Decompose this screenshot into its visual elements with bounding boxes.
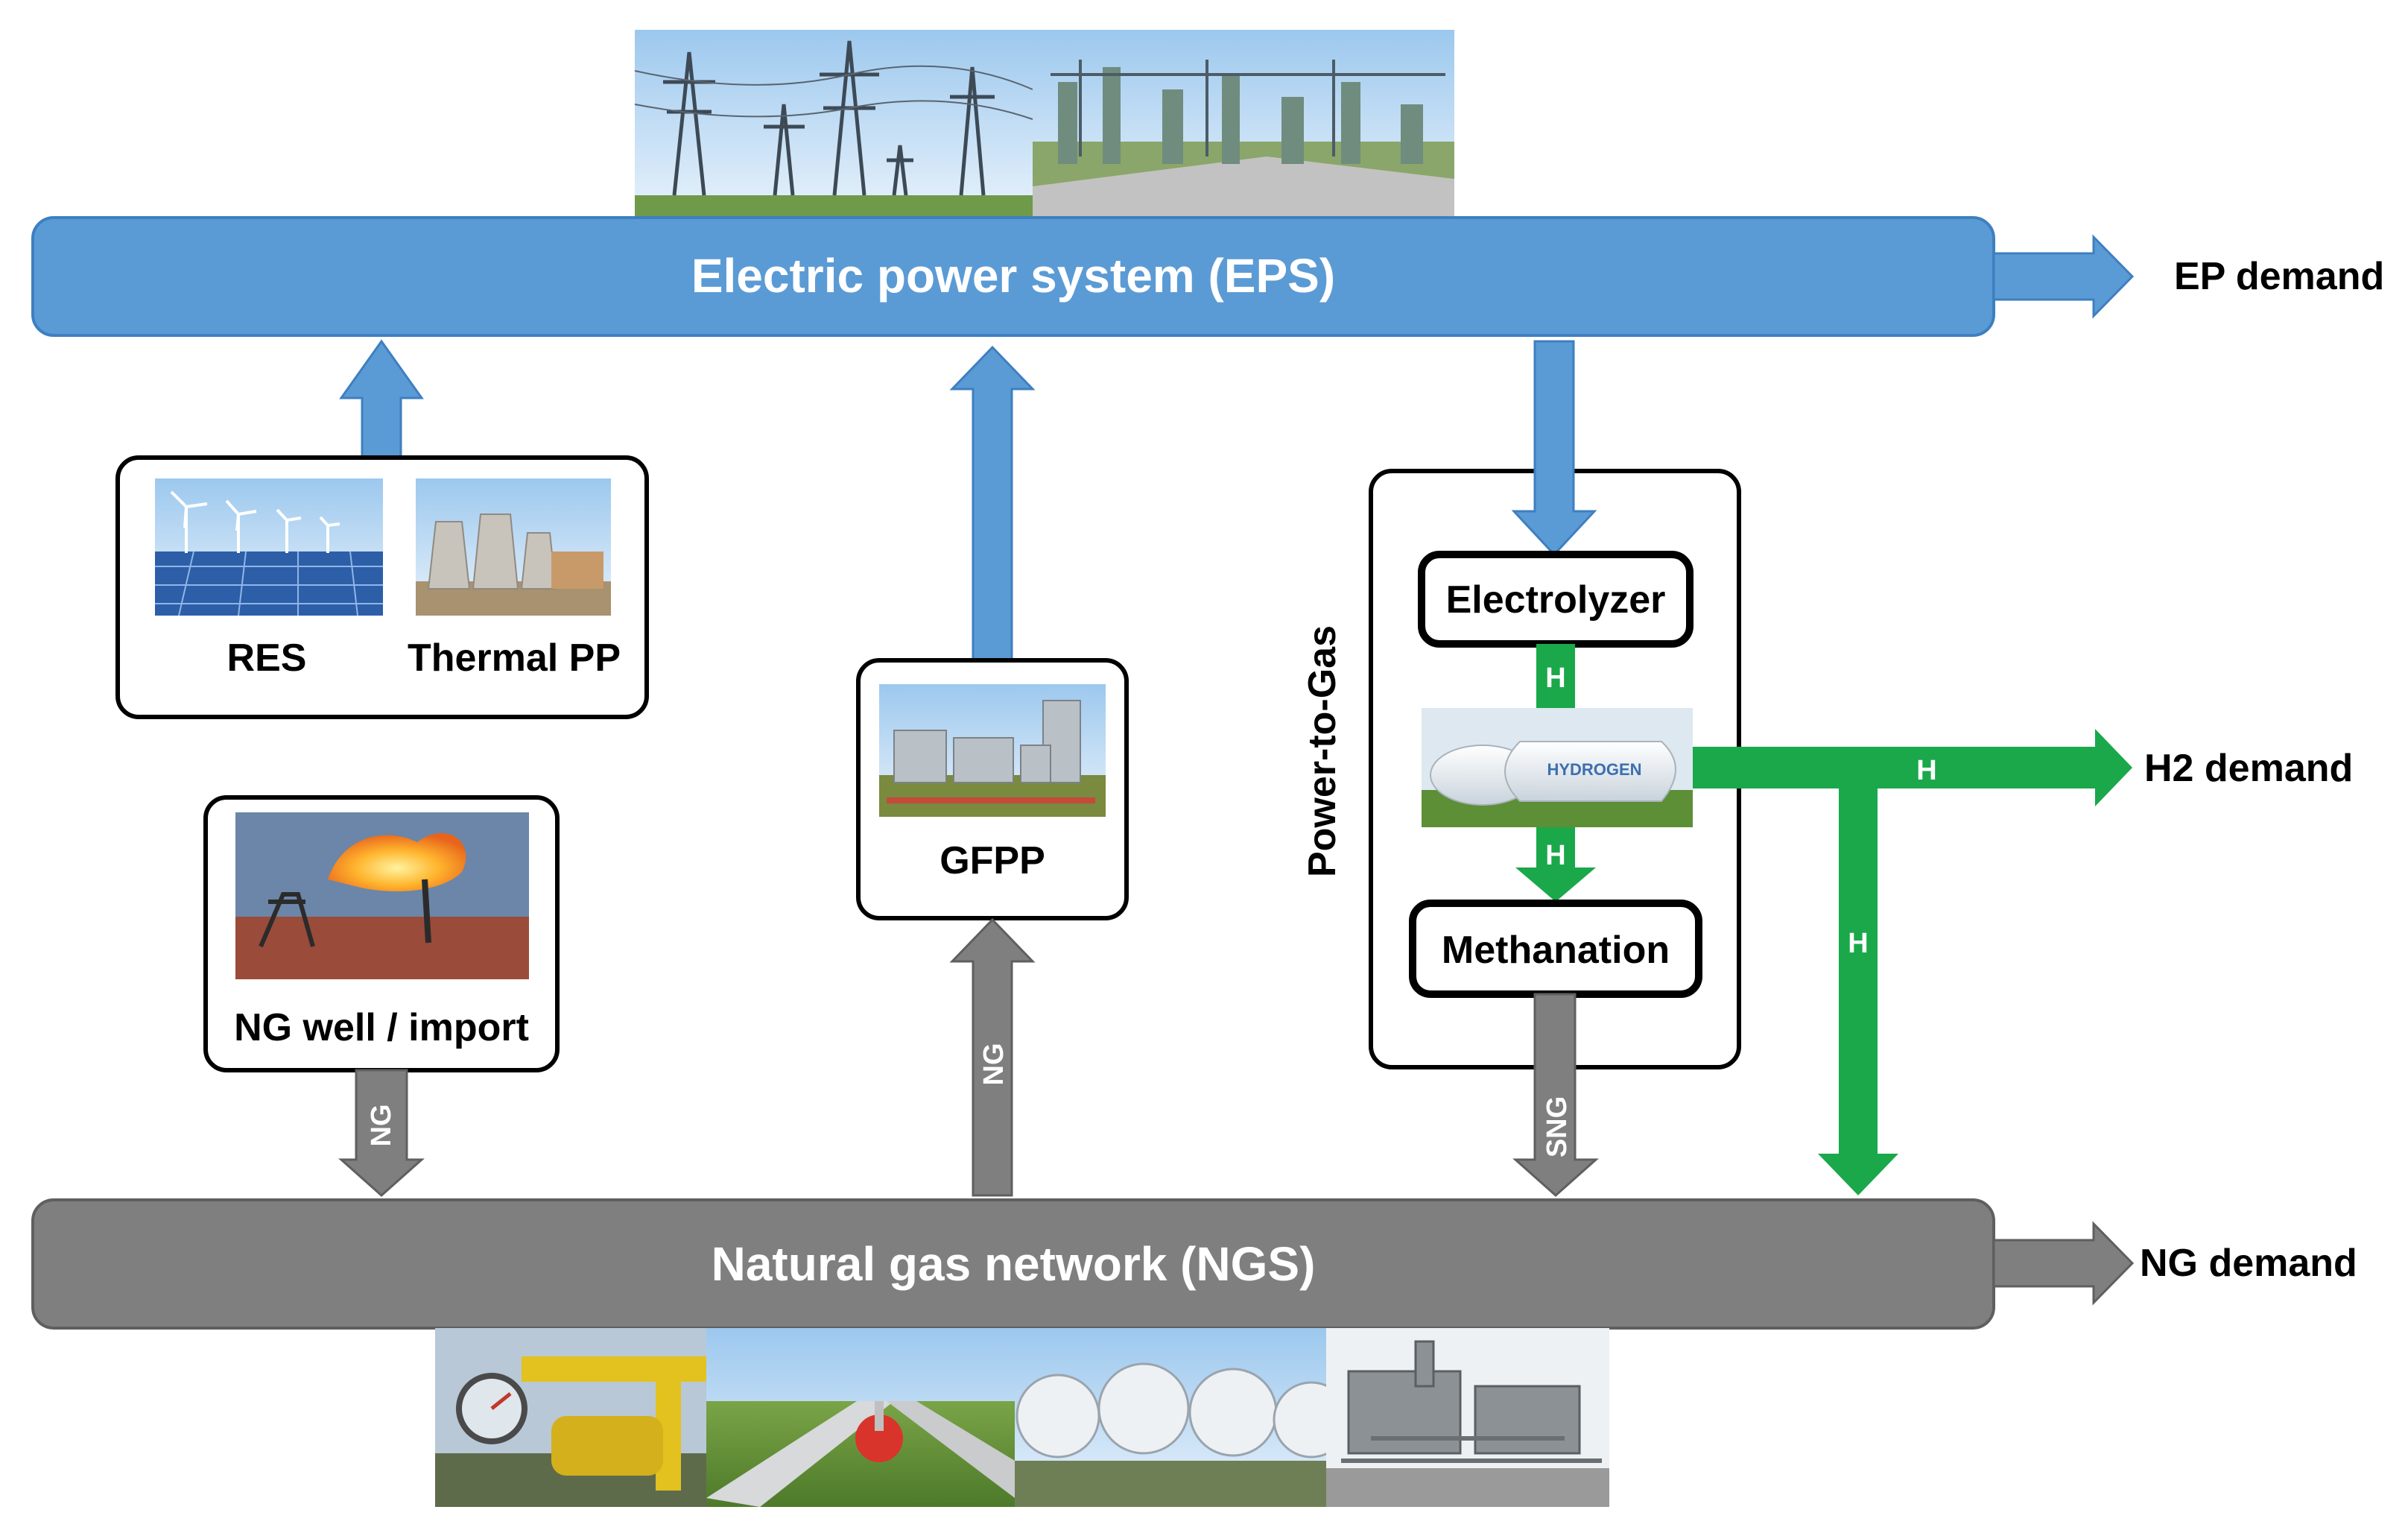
ng-demand-label: NG demand — [2140, 1242, 2357, 1285]
h2-demand-label: H2 demand — [2144, 747, 2353, 790]
ngs-title: Natural gas network (NGS) — [712, 1237, 1316, 1291]
substation-photo — [1033, 30, 1454, 216]
hydrogen-tank-photo: HYDROGEN — [1422, 708, 1693, 827]
tank-to-methanation-h-arrow — [1515, 827, 1596, 902]
power-lines-photo — [634, 30, 1033, 216]
pipeline-valve-photo — [706, 1328, 1015, 1507]
p2g-label: Power-to-Gas — [1301, 625, 1344, 877]
ngwell-flow-label: NG — [366, 1104, 397, 1147]
sng-flow-label: SNG — [1542, 1096, 1573, 1157]
ngs-to-gfpp-arrow — [949, 917, 1036, 1197]
gfpp-flow-label: NG — [978, 1043, 1010, 1086]
gas-flare-photo — [235, 812, 529, 979]
lng-spheres-photo — [1015, 1328, 1350, 1507]
wind-solar-photo — [155, 478, 383, 616]
thermal-label: Thermal PP — [408, 636, 621, 680]
tank-text: HYDROGEN — [1547, 760, 1641, 779]
ngwell-to-ngs-arrow — [338, 1069, 425, 1198]
h2-to-ngs-arrow — [1818, 788, 1898, 1195]
h-label-2: H — [1545, 840, 1565, 871]
eps-to-electrolyzer-arrow — [1511, 340, 1597, 557]
eps-title: Electric power system (EPS) — [691, 249, 1335, 303]
res-label: RES — [227, 636, 307, 680]
gas-meter-photo — [435, 1328, 708, 1507]
h-label-4: H — [1848, 928, 1868, 959]
compressor-station-photo — [1326, 1328, 1609, 1507]
electrolyzer-label: Electrolyzer — [1446, 578, 1666, 622]
thermal-plant-photo — [416, 478, 611, 616]
methanation-to-ngs-arrow — [1512, 993, 1599, 1198]
electrolyzer-to-tank-h-arrow — [1536, 644, 1575, 708]
res-to-eps-arrow — [339, 339, 424, 459]
ngwell-label: NG well / import — [234, 1006, 529, 1049]
ep-demand-label: EP demand — [2174, 255, 2384, 298]
h-label-3: H — [1916, 755, 1936, 786]
tank-to-h2-demand-arrow — [1693, 729, 2132, 806]
methanation-label: Methanation — [1442, 929, 1670, 972]
ep-demand-arrow — [1992, 234, 2135, 319]
gas-power-plant-photo — [879, 684, 1106, 817]
gfpp-to-eps-arrow — [949, 345, 1036, 662]
gfpp-label: GFPP — [940, 839, 1045, 882]
ng-demand-arrow — [1992, 1221, 2135, 1306]
h-label-1: H — [1545, 663, 1565, 694]
